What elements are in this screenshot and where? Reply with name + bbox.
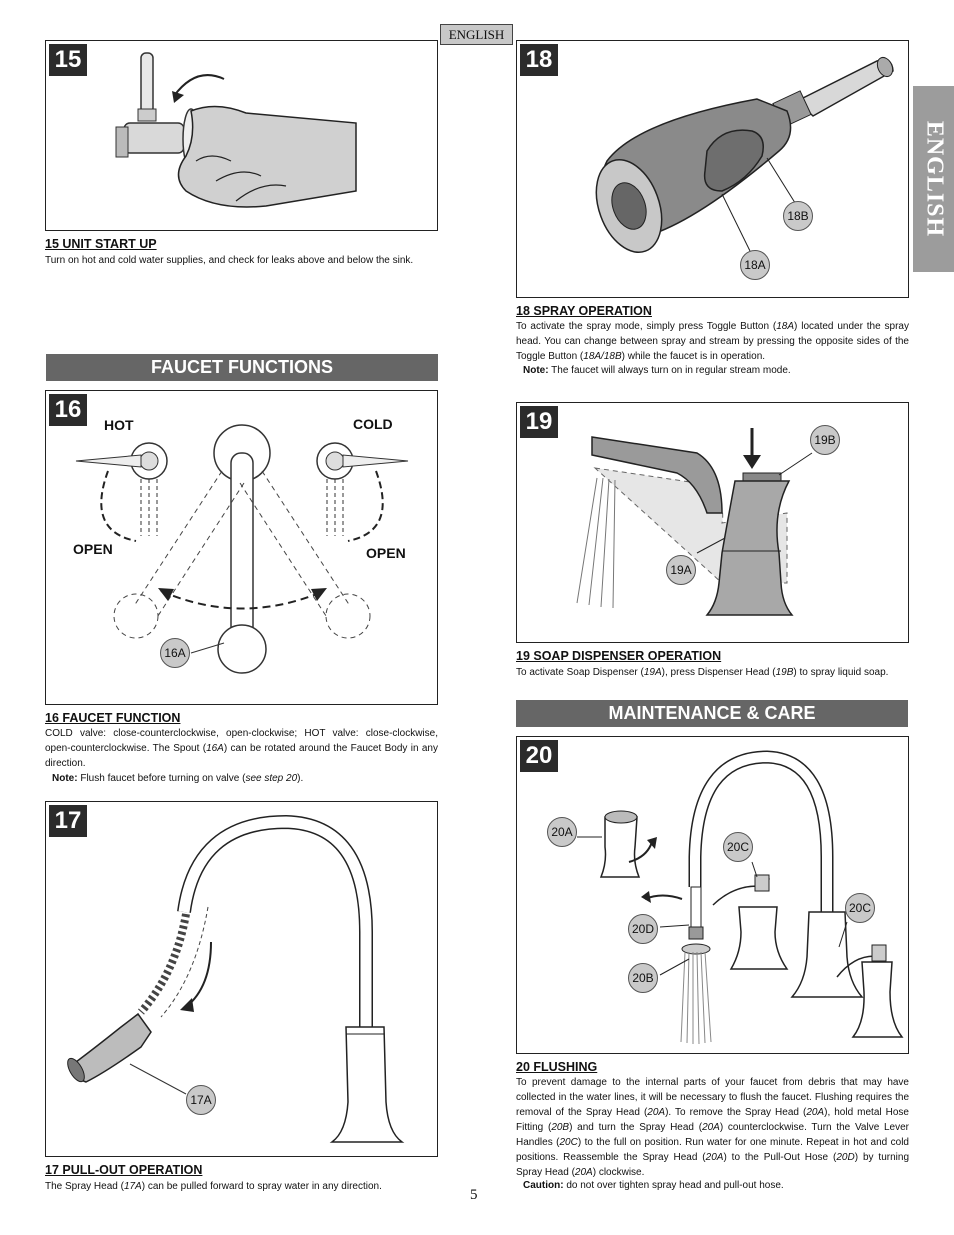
step-20-t7: ) to the Pull-Out Hose ( [723,1152,837,1163]
step-16-note-b: ). [297,773,304,784]
soap-dispenser-illustration [576,428,813,616]
callout-19b: 19B [810,425,840,455]
callout-17a: 17A [186,1085,216,1115]
step-18-text: To activate the spray mode, simply press… [516,319,909,364]
step-16-note-a: Flush faucet before turning on valve ( [77,773,246,784]
step-18-text-b: ) located under the spray head. You can … [516,321,909,362]
step-20-r2: 20A [806,1107,825,1118]
open-label-left: OPEN [73,541,113,557]
step-20-r4: 20A [702,1122,720,1133]
step-17-panel: 17 17A [45,801,438,1157]
step-16-note-label: Note: [52,773,78,784]
step-20-caution: Caution: do not over tighten spray head … [523,1179,784,1193]
step-20-r5: 20C [559,1137,578,1148]
step-18-note: Note: The faucet will always turn on in … [523,364,791,378]
step-20-t4: ) and turn the Spray Head ( [569,1122,703,1133]
callout-20c-left: 20C [723,832,753,862]
side-language-tab: ENGLISH [913,86,954,272]
step-18-note-label: Note: [523,365,549,376]
step-17-text-b: ) can be pulled forward to spray water i… [141,1181,382,1192]
callout-18b: 18B [783,201,813,231]
step-20-t5: ) counterclockwise. Turn the Valve Lever… [516,1122,910,1148]
callout-20d: 20D [628,914,658,944]
step-19-text-b: ), press Dispenser Head ( [661,667,776,678]
step-15-title: 15 UNIT START UP [45,237,157,251]
step-16-panel: 16 HOT COLD OPEN OPEN 16A [45,390,438,705]
open-label-right: OPEN [366,545,406,561]
maintenance-heading: MAINTENANCE & CARE [516,700,908,727]
step-20-t3: ), hold metal Hose Fitting ( [516,1107,909,1133]
faucet-functions-heading: FAUCET FUNCTIONS [46,354,438,381]
step-20-r1: 20A [647,1107,666,1118]
step-17-text: The Spray Head (17A) can be pulled forwa… [45,1179,445,1194]
step-19-title: 19 SOAP DISPENSER OPERATION [516,649,722,663]
step-19-number: 19 [520,406,558,438]
step-18-ref1: 18A [776,321,795,332]
step-16-text-b: ) can be rotated around the Faucet Body … [45,743,438,769]
step-19-ref2: 19B [775,667,794,678]
step-20-t9: ) clockwise. [592,1167,645,1178]
step-16-note-ref: see step 20 [245,773,298,784]
callout-20b: 20B [628,963,658,993]
step-20-r3: 20B [551,1122,570,1133]
step-19-text-a: To activate Soap Dispenser ( [516,667,644,678]
step-20-t6: ) to the full on position. Run water for… [516,1137,909,1163]
step-19-ref1: 19A [643,667,662,678]
cold-label: COLD [353,416,393,432]
step-16-number: 16 [49,394,87,426]
step-18-ref2: 18A/18B [583,351,622,362]
callout-20c-right: 20C [845,893,875,923]
step-15-number: 15 [49,44,87,76]
pull-out-illustration [67,814,405,1143]
spray-head-illustration [595,56,894,254]
step-20-t8: ) by turning Spray Head ( [516,1152,910,1178]
step-20-panel: 20 20A 20C 20C 20D 20B [516,736,909,1054]
step-20-caution-label: Caution: [523,1180,564,1191]
step-16-text: COLD valve: close-counterclockwise, open… [45,726,438,771]
step-18-note-text: The faucet will always turn on in regula… [548,365,791,376]
step-16-title: 16 FAUCET FUNCTION [45,711,181,725]
step-20-t2: ). To remove the Spray Head ( [665,1107,807,1118]
step-19-panel: 19 19B 19A [516,402,909,643]
step-18-number: 18 [520,44,558,76]
step-17-number: 17 [49,805,87,837]
step-19-text-c: ) to spray liquid soap. [793,667,889,678]
page-number: 5 [470,1187,478,1203]
language-tab: ENGLISH [440,24,513,45]
step-20-number: 20 [520,740,558,772]
hot-label: HOT [104,417,134,433]
step-16-note: Note: Flush faucet before turning on val… [52,772,303,786]
unit-startup-illustration [115,52,357,208]
step-20-caution-text: do not over tighten spray head and pull-… [563,1180,784,1191]
step-15-text: Turn on hot and cold water supplies, and… [45,255,414,266]
step-15-panel: 15 [45,40,438,231]
step-20-r7: 20D [836,1152,855,1163]
step-17-title: 17 PULL-OUT OPERATION [45,1163,203,1177]
callout-20a: 20A [547,817,577,847]
flushing-illustration [577,750,904,1045]
step-18-text-a: To activate the spray mode, simply press… [516,321,777,332]
side-language-label: ENGLISH [921,120,947,238]
step-18-text-c: ) while the faucet is in operation. [621,351,766,362]
callout-16a: 16A [160,638,190,668]
step-17-text-a: The Spray Head ( [45,1181,124,1192]
step-16-ref: 16A [206,743,224,754]
callout-19a: 19A [666,555,696,585]
callout-18a: 18A [740,250,770,280]
step-20-t1: To prevent damage to the internal parts … [516,1077,909,1118]
step-16-text-a: COLD valve: close-counterclockwise, open… [45,728,438,754]
faucet-function-diagram [75,424,409,674]
step-19-text: To activate Soap Dispenser (19A), press … [516,665,916,680]
step-20-title: 20 FLUSHING [516,1060,598,1074]
step-17-ref: 17A [123,1181,142,1192]
step-18-panel: 18 18B 18A [516,40,909,298]
step-20-r6: 20A [705,1152,724,1163]
step-20-r8: 20A [574,1167,593,1178]
step-20-text: To prevent damage to the internal parts … [516,1075,909,1180]
step-18-title: 18 SPRAY OPERATION [516,304,652,318]
